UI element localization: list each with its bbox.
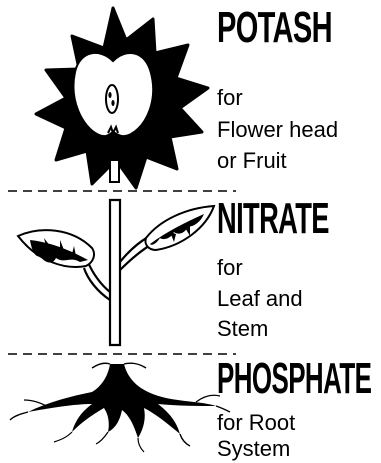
section-text-line: Leaf and: [217, 284, 303, 313]
section-text-line: Flower head: [217, 115, 338, 144]
leaf-stem-icon: [18, 200, 214, 345]
section-text-line: for: [217, 253, 243, 282]
fruit-flower-icon: [36, 8, 208, 188]
section-text-line: Stem: [217, 314, 268, 343]
root-system-icon: [10, 363, 230, 452]
section-text-line: or Fruit: [217, 146, 287, 175]
section-text-line: for: [217, 83, 243, 112]
section-heading-phosphate: PHOSPHATE: [217, 357, 371, 401]
section-heading-nitrate: NITRATE: [217, 197, 329, 241]
section-text-line: System: [217, 434, 290, 463]
section-text-line: for Root: [217, 408, 295, 437]
section-heading-potash: POTASH: [217, 6, 332, 50]
